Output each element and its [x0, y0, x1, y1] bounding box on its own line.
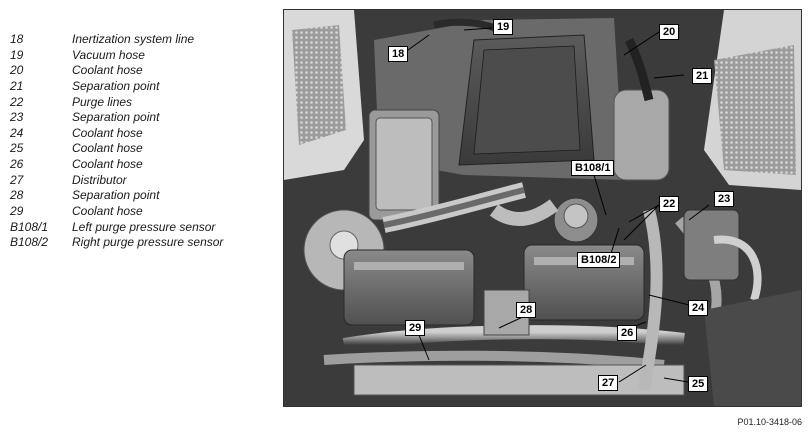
legend-row: B108/1 Left purge pressure sensor	[10, 220, 280, 236]
legend-row: 28 Separation point	[10, 188, 280, 204]
callout-25: 25	[688, 376, 709, 392]
callout-18: 18	[388, 46, 409, 62]
legend-code: 19	[10, 47, 24, 62]
legend-code: B108/2	[10, 235, 49, 250]
legend-code: 24	[10, 125, 24, 140]
legend-row: 25 Coolant hose	[10, 141, 280, 157]
legend-code: 22	[10, 94, 24, 109]
callout-22: 22	[659, 196, 680, 212]
legend-row: 22 Purge lines	[10, 95, 280, 111]
legend-desc: Separation point	[72, 110, 160, 125]
callout-19: 19	[493, 19, 514, 35]
callout-26: 26	[617, 325, 638, 341]
callout-24: 24	[688, 300, 709, 316]
legend-desc: Coolant hose	[72, 63, 143, 78]
legend-row: 20 Coolant hose	[10, 63, 280, 79]
legend-code: 23	[10, 110, 24, 125]
callout-b108-1: B108/1	[571, 160, 615, 176]
legend-desc: Separation point	[72, 188, 160, 203]
legend-row: 19 Vacuum hose	[10, 48, 280, 64]
legend-desc: Right purge pressure sensor	[72, 235, 224, 250]
callout-27: 27	[598, 375, 619, 391]
legend-desc: Coolant hose	[72, 125, 143, 140]
legend-row: 29 Coolant hose	[10, 204, 280, 220]
legend-row: 27 Distributor	[10, 173, 280, 189]
legend-code: 20	[10, 63, 24, 78]
legend-code: 25	[10, 141, 24, 156]
callout-29: 29	[405, 320, 426, 336]
legend-code: 18	[10, 32, 24, 46]
legend-desc: Separation point	[72, 78, 160, 93]
legend-desc: Coolant hose	[72, 204, 143, 219]
legend-code: 29	[10, 204, 24, 219]
legend-row: 21 Separation point	[10, 79, 280, 95]
callout-28: 28	[516, 302, 537, 318]
legend-desc: Vacuum hose	[72, 47, 145, 62]
engine-bay-figure: 18 19 20 21 B108/1 22 23 B108/2 24 28 29…	[283, 9, 802, 407]
callout-b108-2: B108/2	[577, 252, 621, 268]
legend-desc: Coolant hose	[72, 141, 143, 156]
legend-row: 18 Inertization system line	[10, 32, 280, 48]
legend-code: 27	[10, 172, 24, 187]
callout-21: 21	[692, 68, 713, 84]
figure-code: P01.10-3418-06	[737, 417, 802, 427]
legend-code: 26	[10, 157, 24, 172]
legend-row: 24 Coolant hose	[10, 126, 280, 142]
legend-row: 23 Separation point	[10, 110, 280, 126]
legend-row: 26 Coolant hose	[10, 157, 280, 173]
legend-desc: Purge lines	[72, 94, 133, 109]
legend-code: 28	[10, 188, 24, 203]
legend-desc: Inertization system line	[72, 32, 195, 46]
legend-desc: Distributor	[72, 172, 127, 187]
legend-row: B108/2 Right purge pressure sensor	[10, 235, 280, 251]
callout-20: 20	[659, 24, 680, 40]
legend-code: B108/1	[10, 219, 49, 234]
legend-desc: Left purge pressure sensor	[72, 219, 216, 234]
callout-23: 23	[714, 191, 735, 207]
legend-desc: Coolant hose	[72, 157, 143, 172]
engine-bay-illustration	[284, 10, 801, 406]
legend: 18 Inertization system line 19 Vacuum hose…	[10, 32, 280, 251]
legend-code: 21	[10, 78, 24, 93]
